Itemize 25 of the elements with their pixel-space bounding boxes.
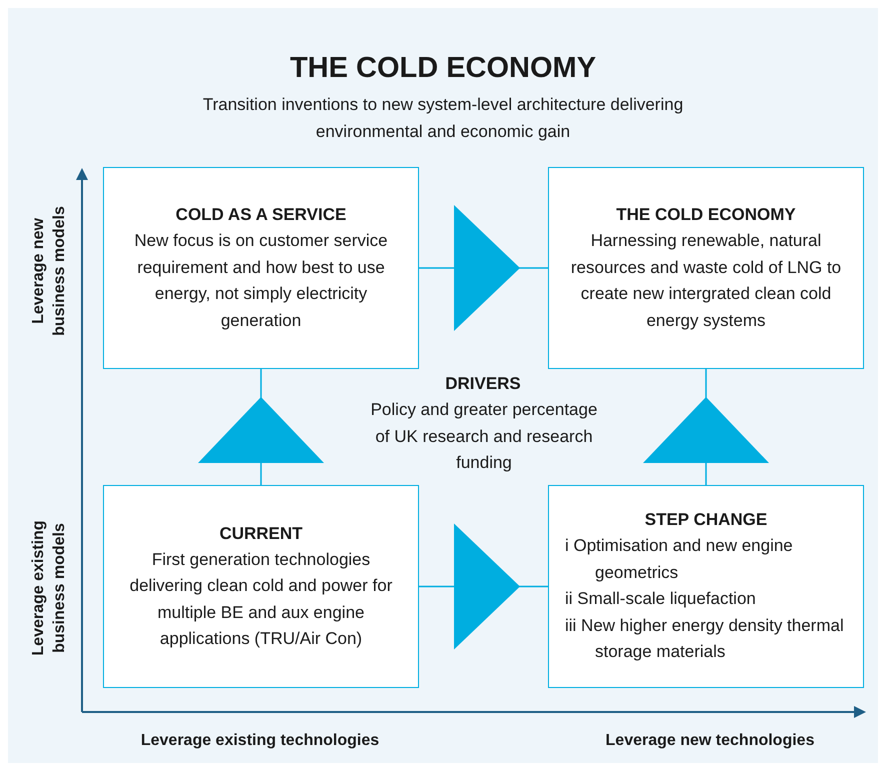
arrow (643, 369, 769, 485)
arrow (198, 369, 324, 485)
axis-label: Leverage new business models (29, 205, 69, 338)
axis-label: Leverage existing technologies (140, 732, 380, 750)
list-item: iii New higher energy density thermal storage materials (565, 614, 845, 664)
box-text: New focus is on customer service requirement and how best to use energy, not simply electricity generation (133, 230, 389, 332)
arrow (419, 205, 548, 331)
quadrant-box (103, 167, 419, 369)
box-heading: COLD AS A SERVICE (174, 204, 348, 226)
description-text: Policy and greater percentage of UK research and research funding (370, 399, 598, 474)
box-text: First generation technologies delivering clean cold and power for multiple BE and aux engine applications (TRU/Air Con) (128, 548, 394, 650)
subtitle: Transition inventions to new system-level architecture delivering environmental and economic gain (202, 94, 684, 143)
section-heading: DRIVERS (444, 373, 522, 395)
title: THE COLD ECONOMY (288, 52, 598, 85)
box-heading: THE COLD ECONOMY (615, 204, 797, 226)
box-heading: STEP CHANGE (644, 509, 768, 532)
quadrant-box (103, 485, 419, 688)
box-text: Harnessing renewable, natural resources and waste cold of LNG to create new intergrated clean cold energy systems (570, 230, 842, 332)
list-item: ii Small-scale liquefaction (565, 588, 757, 610)
axis-label: Leverage new technologies (604, 732, 816, 750)
quadrant-box (548, 485, 864, 688)
arrow (419, 524, 548, 650)
axis-label: Leverage existing business models (29, 519, 69, 658)
box-heading: CURRENT (218, 522, 304, 544)
quadrant-box (548, 167, 864, 369)
